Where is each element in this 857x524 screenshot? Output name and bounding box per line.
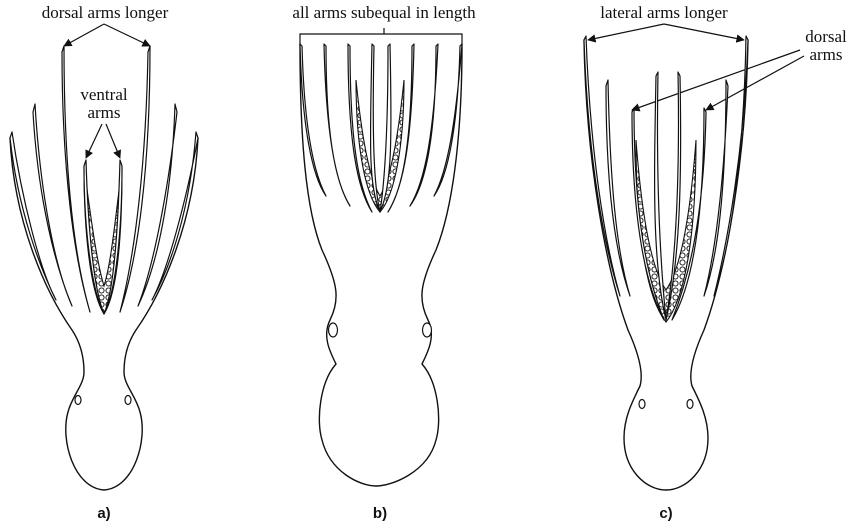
panel-a: dorsal arms longer ventral arms a) (10, 3, 198, 522)
panel-a-arm-outer-left (10, 132, 56, 300)
panel-c-arrow-right (664, 24, 744, 40)
panel-a-eye-left (75, 396, 81, 405)
panel-c-eye-right (687, 400, 693, 409)
panel-a-inner-arrow-left (86, 124, 102, 158)
panel-b-arm-2 (324, 44, 350, 206)
panel-a-arm-outer-right (152, 132, 198, 300)
panel-c-arrow-left (588, 24, 664, 40)
panel-a-inner-label-line2: arms (87, 103, 120, 122)
panel-b-arm-1 (300, 44, 326, 196)
panel-b: all arms subequal in length b) (292, 3, 476, 522)
panel-b-eye-right (423, 323, 432, 337)
panel-b-caption: b) (373, 505, 387, 522)
panel-b-eye-left (329, 323, 338, 337)
panel-a-arrow-left (64, 24, 104, 46)
panel-c-side-label-line1: dorsal (805, 27, 847, 46)
panel-a-caption: a) (97, 505, 110, 522)
panel-b-body-outline (300, 44, 462, 486)
panel-a-top-label: dorsal arms longer (42, 3, 169, 22)
panel-c-web (636, 140, 696, 322)
panel-c-side-label-line2: arms (809, 45, 842, 64)
panel-c: lateral arms longer dorsal arms c) (584, 3, 847, 522)
panel-c-top-label: lateral arms longer (600, 3, 728, 22)
panel-b-arm-8 (434, 44, 462, 196)
panel-b-bracket (300, 28, 462, 44)
panel-a-inner-label-line1: ventral (80, 85, 127, 104)
panel-a-arrow-right (104, 24, 150, 46)
panel-c-eye-left (639, 400, 645, 409)
panel-c-caption: c) (659, 505, 672, 522)
panel-a-arm-right-2 (138, 104, 177, 306)
panel-b-arm-7 (410, 44, 438, 206)
panel-c-side-arrow-2 (706, 56, 804, 110)
panel-a-eye-right (125, 396, 131, 405)
panel-c-arm-right-2 (704, 80, 728, 296)
panel-b-top-label: all arms subequal in length (292, 3, 476, 22)
panel-a-inner-arrow-right (106, 124, 120, 158)
panel-c-arm-lateral-left (584, 36, 620, 296)
